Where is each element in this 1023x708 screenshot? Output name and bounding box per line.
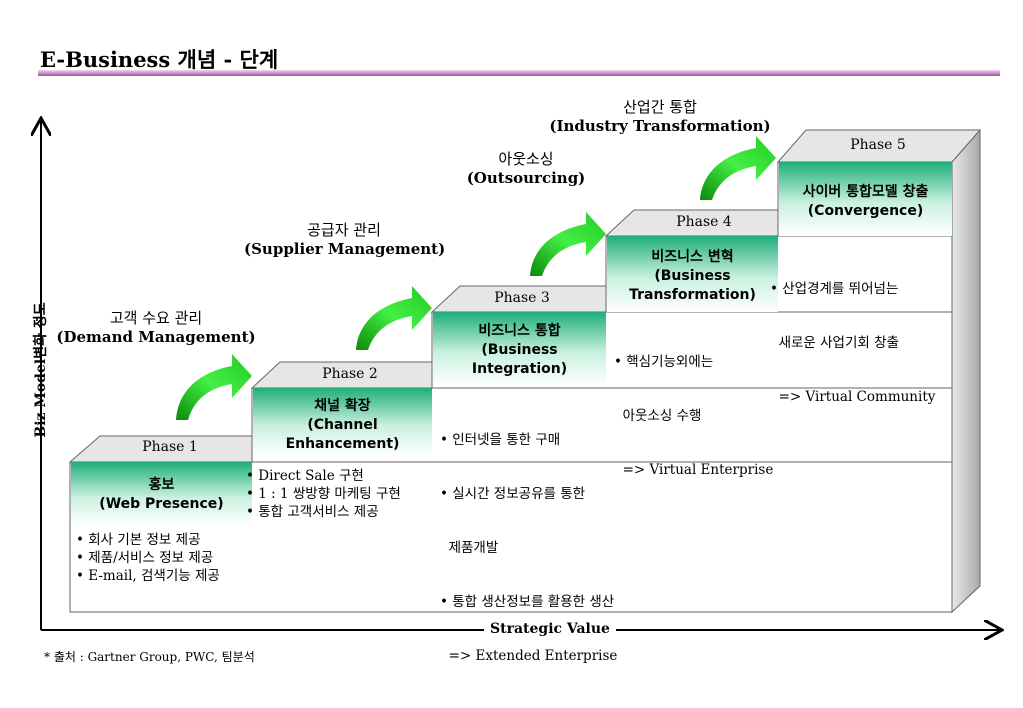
phase-box-ko: 사이버 통합모델 창출 bbox=[802, 184, 929, 200]
stage-label-en: (Industry Transformation) bbox=[549, 117, 771, 135]
phase-box-ko: 비즈니스 변혁 bbox=[651, 249, 734, 265]
bullet-item: => Extended Enterprise bbox=[440, 648, 618, 664]
phase-box-text: 사이버 통합모델 창출 (Convergence) bbox=[779, 183, 952, 221]
phase-box-text: 홍보 (Web Presence) bbox=[71, 476, 252, 514]
phase-4-bullets: • 핵심기능외에는 아웃소싱 수행 => Virtual Enterprise bbox=[614, 317, 773, 497]
bullet-item: • 제품/서비스 정보 제공 bbox=[76, 550, 214, 566]
title-underline bbox=[38, 70, 1000, 76]
phase-5-bullets: • 산업경계를 뛰어넘는 새로운 사업기회 창출 => Virtual Comm… bbox=[770, 244, 935, 424]
green-arrow-icon bbox=[176, 354, 252, 420]
phase-1-bullets: • 회사 기본 정보 제공 • 제품/서비스 정보 제공 • E-mail, 검… bbox=[76, 531, 220, 585]
stage-label: 공급자 관리 (Supplier Management) bbox=[244, 221, 446, 259]
phase-name: Phase 3 bbox=[494, 290, 550, 306]
phase-4-box bbox=[607, 236, 778, 312]
phase-1-box bbox=[71, 462, 252, 526]
phase-5-box bbox=[779, 162, 952, 236]
phase-2-box bbox=[253, 388, 432, 456]
source-note: * 출처 : Gartner Group, PWC, 팀분석 bbox=[44, 650, 255, 664]
y-axis-label: Biz Model변화 정도 bbox=[33, 302, 49, 438]
x-axis-label: Strategic Value bbox=[484, 621, 616, 637]
bullet-item: => Virtual Community bbox=[770, 389, 936, 405]
stage-label: 아웃소싱 (Outsourcing) bbox=[446, 150, 606, 188]
bullet-item: • Direct Sale 구현 bbox=[246, 468, 364, 484]
stage-label-ko: 산업간 통합 bbox=[623, 98, 697, 116]
phase-box-en: (Web Presence) bbox=[99, 496, 224, 512]
phase-box-text: 비즈니스 통합 (Business Integration) bbox=[433, 322, 606, 379]
bullet-item: • 산업경계를 뛰어넘는 bbox=[770, 281, 899, 297]
bullet-item: 제품개발 bbox=[440, 540, 499, 556]
page-title: E-Business 개념 - 단계 bbox=[40, 47, 279, 72]
stage-label-ko: 아웃소싱 bbox=[498, 150, 554, 168]
bullet-item: • 회사 기본 정보 제공 bbox=[76, 532, 201, 548]
phase-box-en: (Business Integration) bbox=[471, 342, 568, 377]
phase-name: Phase 1 bbox=[142, 439, 198, 455]
phase-3-box bbox=[433, 312, 606, 386]
bullet-item: • 통합 고객서비스 제공 bbox=[246, 504, 379, 520]
phase-box-en: (Business Transformation) bbox=[629, 268, 756, 303]
phase-2-bullets: • Direct Sale 구현 • 1 : 1 쌍방향 마케팅 구현 • 통합… bbox=[246, 467, 401, 521]
bullet-item: • 실시간 정보공유를 통한 bbox=[440, 486, 586, 502]
stage-label: 산업간 통합 (Industry Transformation) bbox=[540, 98, 780, 136]
phase-box-en: (Channel Enhancement) bbox=[285, 417, 400, 452]
bullet-item: • E-mail, 검색기능 제공 bbox=[76, 568, 220, 584]
stage-label-en: (Outsourcing) bbox=[466, 169, 586, 187]
phase-name: Phase 2 bbox=[322, 366, 378, 382]
stage-label-en: (Demand Management) bbox=[56, 328, 256, 346]
phase-box-ko: 비즈니스 통합 bbox=[478, 323, 561, 339]
green-arrow-icon bbox=[700, 136, 776, 200]
bullet-item: => Virtual Enterprise bbox=[614, 462, 774, 478]
phase-box-text: 비즈니스 변혁 (Business Transformation) bbox=[607, 248, 778, 305]
phase-name: Phase 5 bbox=[850, 137, 906, 153]
bullet-item: • 인터넷을 통한 구매 bbox=[440, 432, 561, 448]
bullet-item: 새로운 사업기회 창출 bbox=[770, 335, 899, 351]
stage-label-ko: 고객 수요 관리 bbox=[109, 309, 203, 327]
green-arrow-icon bbox=[356, 286, 432, 350]
phase-box-text: 채널 확장 (Channel Enhancement) bbox=[253, 397, 432, 454]
stage-label-en: (Supplier Management) bbox=[244, 240, 446, 258]
stage-label: 고객 수요 관리 (Demand Management) bbox=[56, 309, 256, 347]
phase-name: Phase 4 bbox=[676, 214, 732, 230]
bullet-item: • 1 : 1 쌍방향 마케팅 구현 bbox=[246, 486, 401, 502]
bullet-item: • 통합 생산정보를 활용한 생산 bbox=[440, 594, 615, 610]
phase-box-ko: 채널 확장 bbox=[314, 398, 371, 414]
bullet-item: • 핵심기능외에는 bbox=[614, 354, 714, 370]
right-side-face bbox=[951, 128, 981, 614]
phase-3-bullets: • 인터넷을 통한 구매 • 실시간 정보공유를 통한 제품개발 • 통합 생산… bbox=[440, 395, 617, 683]
bullet-item: 아웃소싱 수행 bbox=[614, 408, 702, 424]
stage-label-ko: 공급자 관리 bbox=[307, 221, 381, 239]
phase-box-en: (Convergence) bbox=[807, 203, 924, 219]
phase-box-ko: 홍보 bbox=[148, 477, 175, 493]
green-arrow-icon bbox=[530, 212, 606, 276]
